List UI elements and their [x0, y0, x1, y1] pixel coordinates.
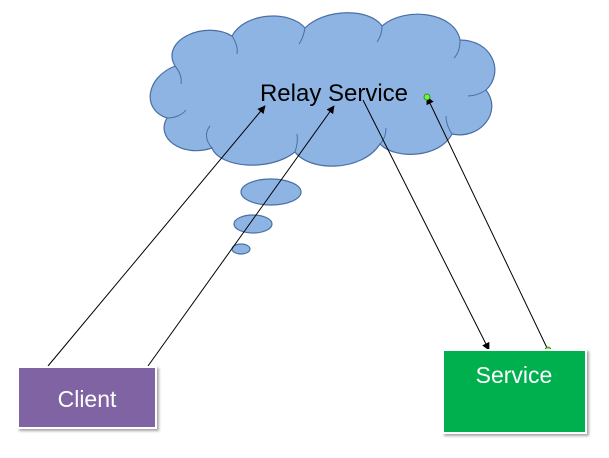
cloud-inner-curve-7	[453, 39, 461, 59]
cloud-inner-curve-2	[166, 109, 187, 119]
client-node: Client	[17, 366, 157, 429]
cloud-inner-curve-6	[376, 25, 383, 43]
connector-service-to-relay	[426, 96, 549, 351]
service-box	[442, 349, 587, 434]
cloud-inner-curve-4	[231, 35, 238, 55]
cloud-inner-curve-8	[467, 89, 487, 97]
cloud-inner-curve-9	[445, 115, 453, 135]
bubble-medium	[233, 214, 273, 234]
client-box	[17, 366, 157, 429]
endpoint-dot-relay	[423, 93, 431, 101]
service-label: Service	[476, 362, 553, 388]
cloud-inner-curve-1	[206, 125, 213, 149]
connector-client-to-relay-2	[147, 105, 335, 367]
service-node: Service	[442, 349, 587, 434]
cloud-inner-curve-3	[174, 65, 182, 85]
cloud-shape	[149, 12, 496, 167]
cloud-inner-curve-5	[298, 27, 306, 45]
bubble-large	[240, 178, 302, 206]
connector-relay-to-service	[362, 99, 490, 351]
client-label: Client	[58, 386, 117, 412]
connector-client-to-relay-1	[47, 105, 266, 367]
relay-cloud: Relay Service	[149, 12, 496, 167]
cloud-inner-curve-10	[379, 127, 387, 145]
cloud-inner-curve-11	[294, 133, 298, 153]
cloud-label: Relay Service	[260, 80, 408, 107]
